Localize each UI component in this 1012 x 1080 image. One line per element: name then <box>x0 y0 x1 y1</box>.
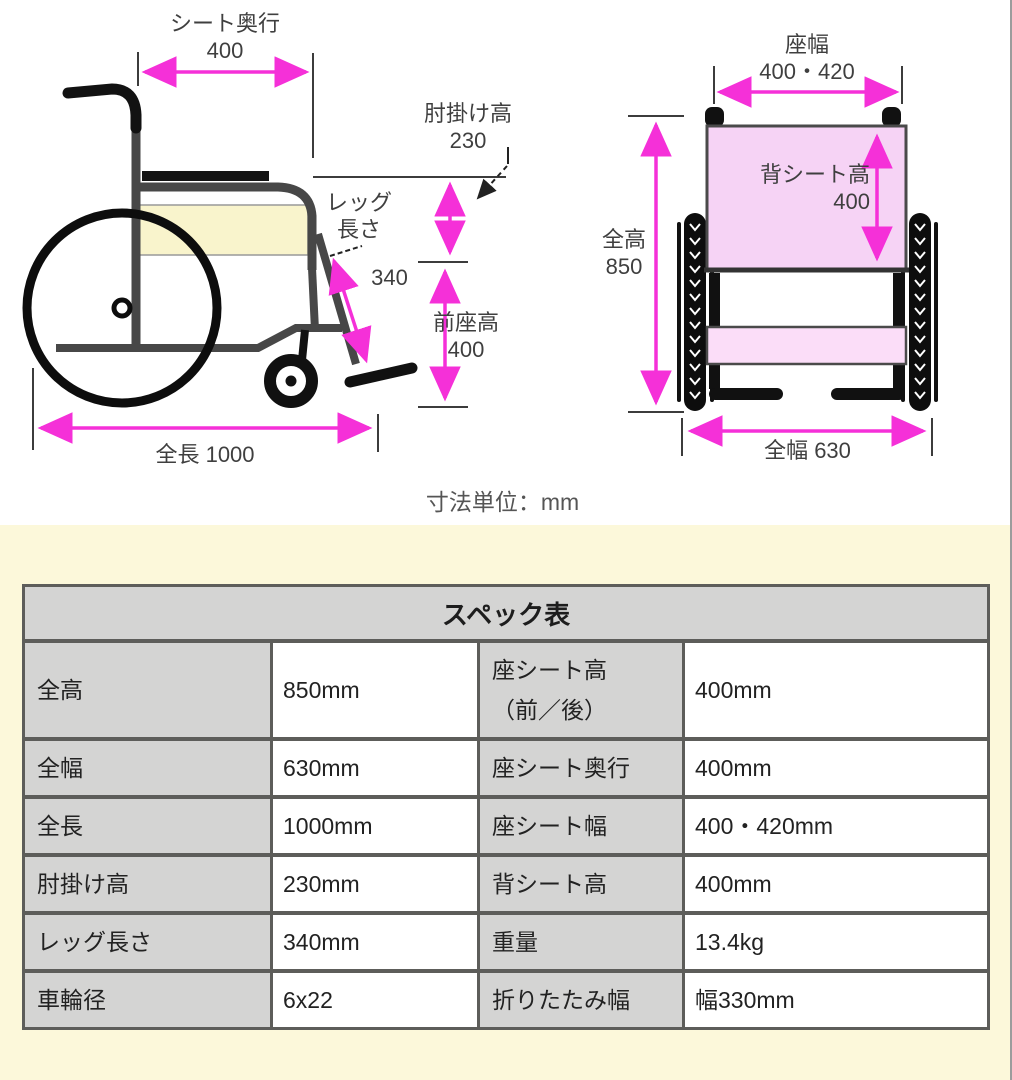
spec-label-cell: 肘掛け高 <box>25 857 270 911</box>
overall-width-label: 全幅 630 <box>764 438 851 463</box>
front-left-tire <box>684 213 706 411</box>
unit-note: 寸法単位：mm <box>425 489 580 515</box>
leg-length-leader <box>329 245 363 257</box>
spec-value-cell: 230mm <box>270 857 477 911</box>
spec-value-cell: 400mm <box>682 741 987 795</box>
front-seat-sheet <box>705 325 908 366</box>
spec-table: スペック表 全高 850mm 座シート高 （前／後） 400mm 全幅 630m… <box>22 584 990 1030</box>
footplate <box>344 362 418 388</box>
seat-width-label: 座幅 400・420 <box>759 32 855 84</box>
armrest-leader-arrow <box>476 147 509 200</box>
spec-label-cell: 座シート幅 <box>477 799 682 853</box>
dimension-diagrams: シート奥行 400 肘掛け高 230 レッグ 長さ 340 前座高 400 全長… <box>0 0 1012 525</box>
side-view-drawing <box>22 83 418 408</box>
spec-label-cell: 全長 <box>25 799 270 853</box>
table-row: レッグ長さ 340mm 重量 13.4kg <box>25 911 987 969</box>
right-tire-tread <box>914 223 926 400</box>
rear-wheel-hub <box>111 297 133 319</box>
spec-value-cell: 6x22 <box>270 973 477 1027</box>
side-dimension-ticks <box>32 52 506 452</box>
spec-label-cell: レッグ長さ <box>25 915 270 969</box>
left-tire-tread <box>689 223 701 400</box>
table-row: 肘掛け高 230mm 背シート高 400mm <box>25 853 987 911</box>
spec-label-cell: 全高 <box>25 643 270 737</box>
spec-value-cell: 400・420mm <box>682 799 987 853</box>
front-view-drawing <box>677 107 938 411</box>
seat-depth-label: シート奥行 400 <box>169 11 280 63</box>
leg-length-label: レッグ 長さ <box>325 190 392 242</box>
spec-value-cell: 340mm <box>270 915 477 969</box>
leg-length-value: 340 <box>371 265 408 290</box>
table-row: 全長 1000mm 座シート幅 400・420mm <box>25 795 987 853</box>
spec-label-cell: 座シート奥行 <box>477 741 682 795</box>
front-right-tire <box>909 213 931 411</box>
spec-label-cell: 車輪径 <box>25 973 270 1027</box>
spec-label-cell: 背シート高 <box>477 857 682 911</box>
table-row: 全高 850mm 座シート高 （前／後） 400mm <box>25 639 987 737</box>
back-seat-height-label: 背シート高 400 <box>759 162 870 214</box>
spec-label-cell: 重量 <box>477 915 682 969</box>
table-row: 全幅 630mm 座シート奥行 400mm <box>25 737 987 795</box>
spec-value-cell: 400mm <box>682 643 987 737</box>
spec-value-cell: 13.4kg <box>682 915 987 969</box>
spec-label-cell: 全幅 <box>25 741 270 795</box>
side-seat-cushion <box>135 204 309 256</box>
spec-value-cell: 1000mm <box>270 799 477 853</box>
side-push-handle <box>62 83 142 134</box>
side-armrest-pad <box>142 171 269 181</box>
front-seat-height-label: 前座高 400 <box>432 310 499 362</box>
spec-value-cell: 850mm <box>270 643 477 737</box>
spec-value-cell: 400mm <box>682 857 987 911</box>
wheelchair-drawings <box>22 52 938 456</box>
front-dimension-ticks <box>628 66 933 456</box>
spec-label-cell: 折りたたみ幅 <box>477 973 682 1027</box>
caster-axle <box>285 375 297 387</box>
front-dimension-arrows <box>640 76 927 447</box>
caster-fork <box>298 329 309 361</box>
overall-height-label: 全高 850 <box>601 227 646 279</box>
spec-value-cell: 630mm <box>270 741 477 795</box>
overall-length-label: 全長 1000 <box>155 442 255 467</box>
spec-label-cell: 座シート高 （前／後） <box>477 643 682 737</box>
page-right-border <box>1010 0 1012 1080</box>
side-dimension-arrows <box>37 56 466 444</box>
table-row: 車輪径 6x22 折りたたみ幅 幅330mm <box>25 969 987 1027</box>
front-left-handle-knob <box>705 107 724 127</box>
armrest-height-label: 肘掛け高 230 <box>423 101 512 153</box>
front-right-handle-knob <box>882 107 901 127</box>
spec-value-cell: 幅330mm <box>682 973 987 1027</box>
spec-table-title: スペック表 <box>25 587 987 639</box>
rear-wheel <box>22 208 222 408</box>
